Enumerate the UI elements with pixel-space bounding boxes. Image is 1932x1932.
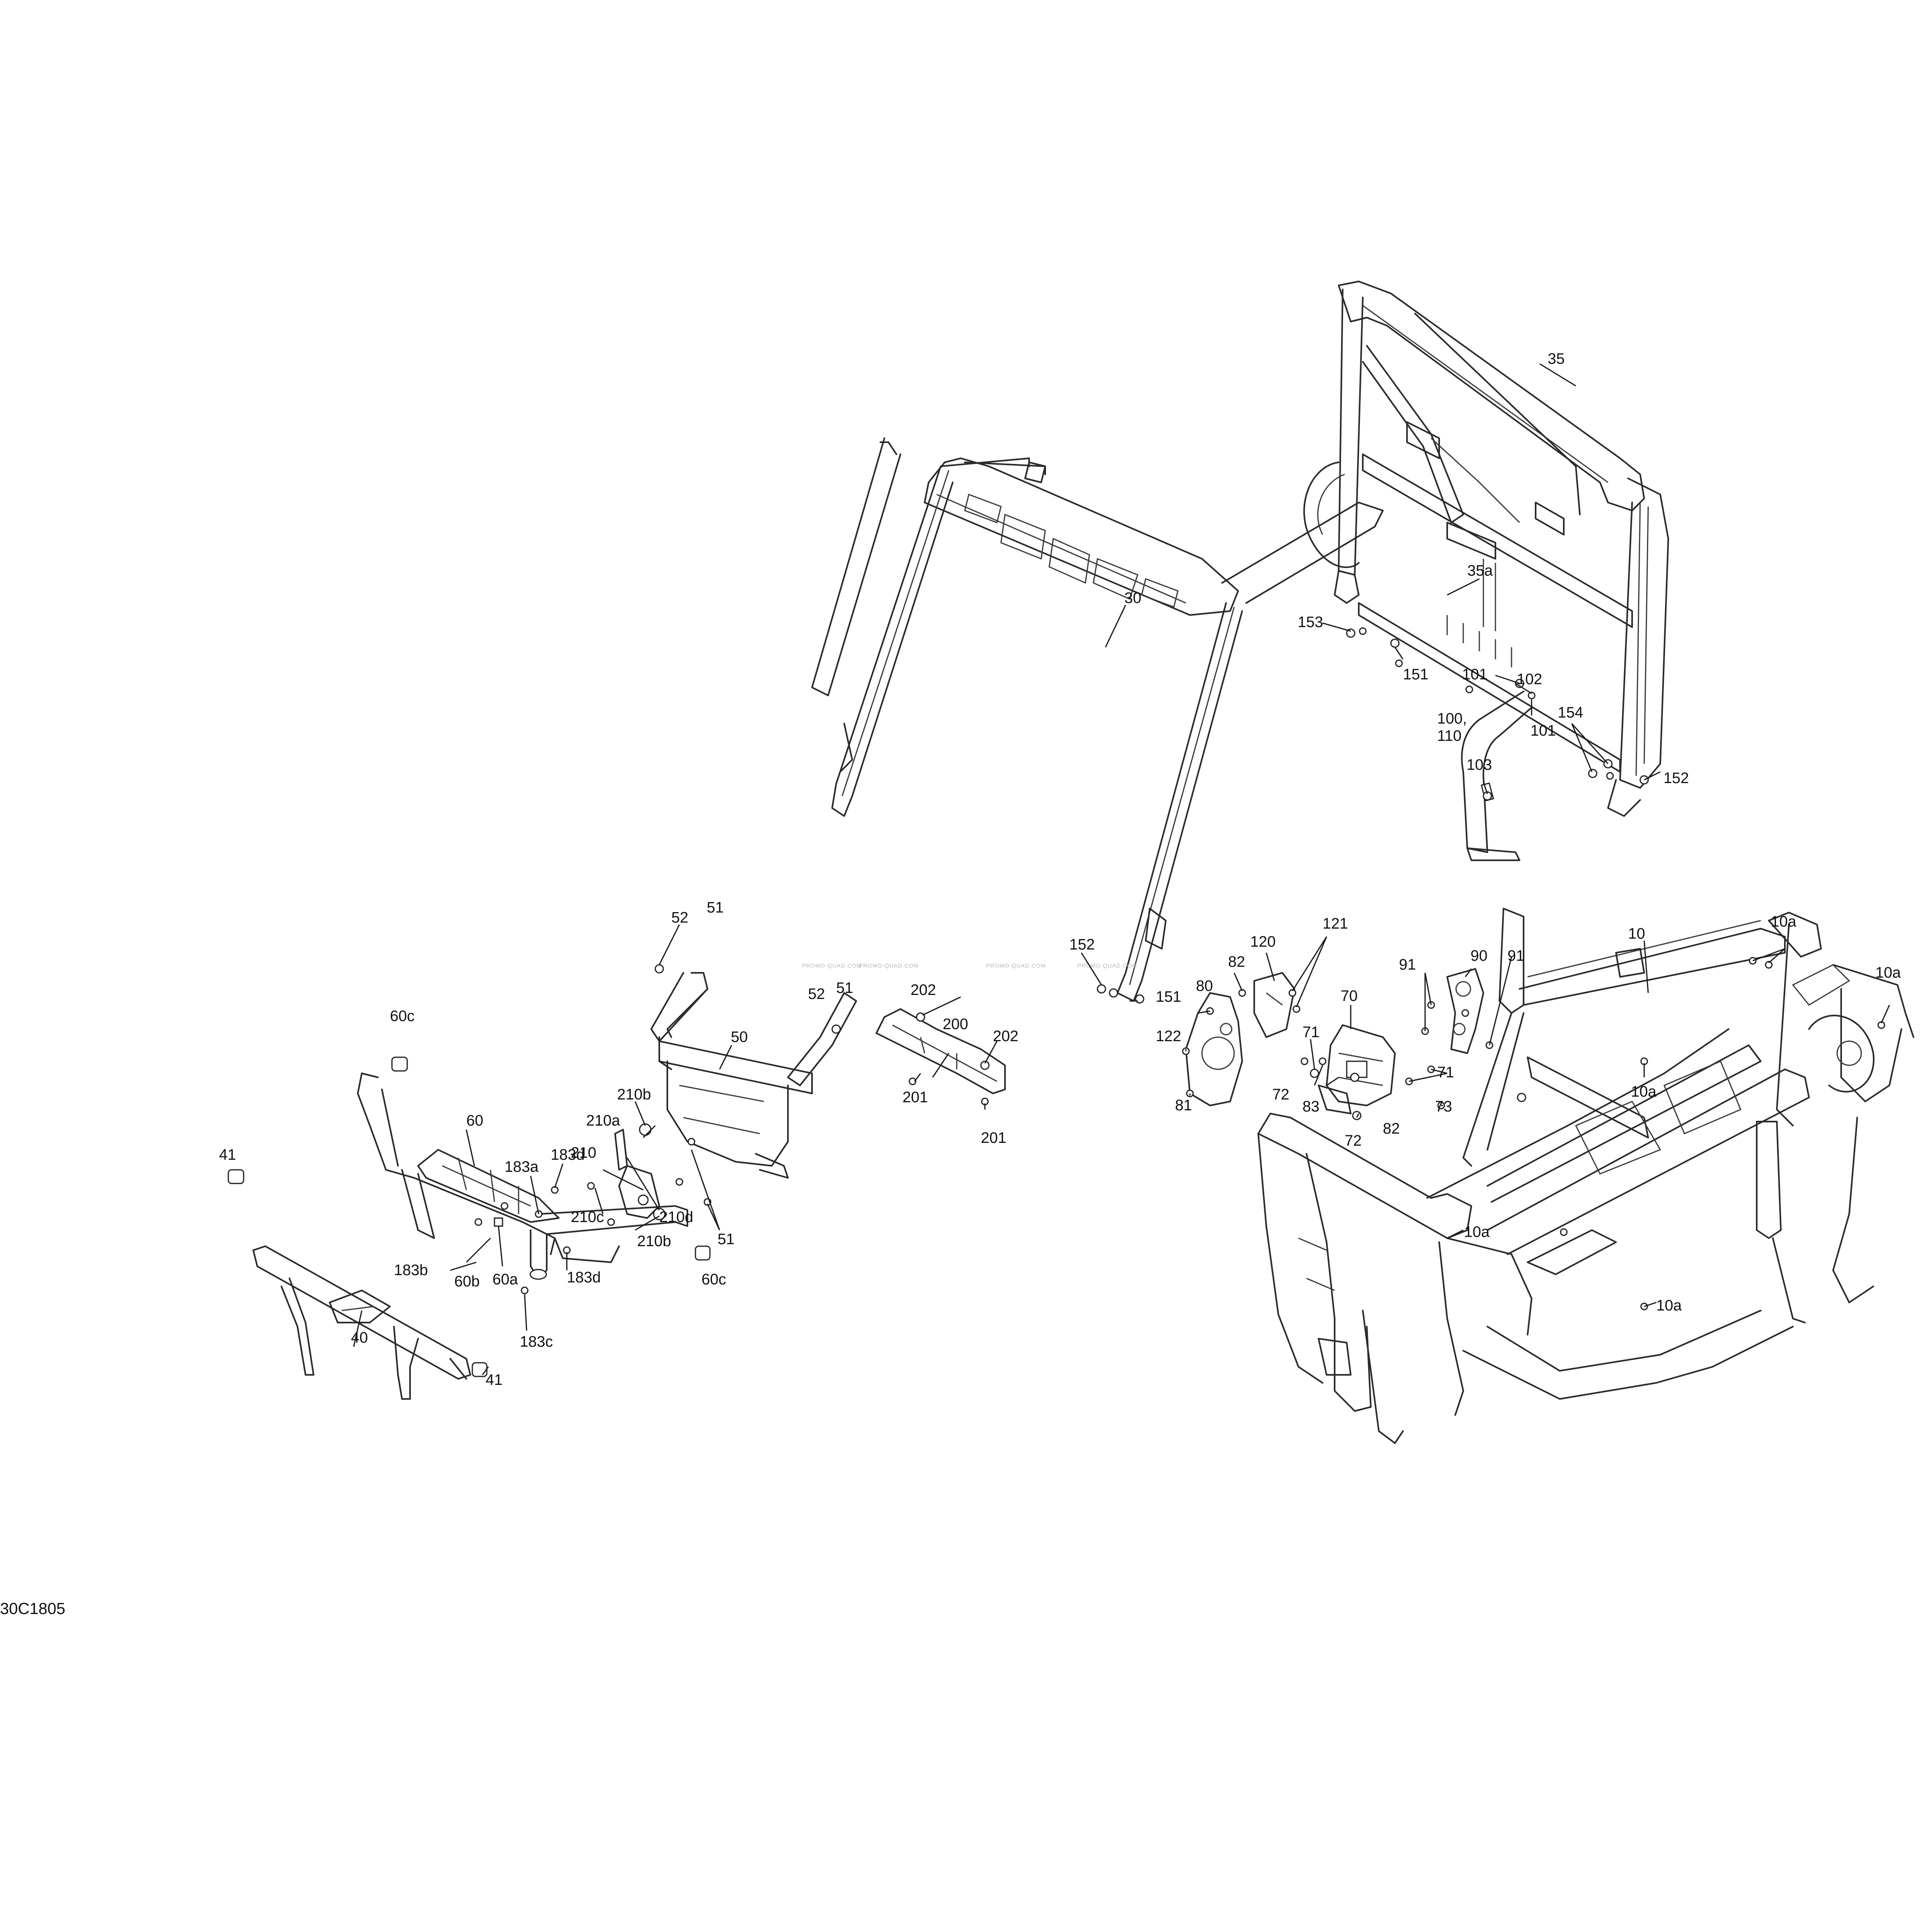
callout-51-right: 51 — [836, 980, 853, 997]
callout-183d-lower: 183d — [567, 1269, 601, 1286]
part-60-bumper-guard — [357, 1073, 688, 1280]
callout-101-right: 101 — [1530, 722, 1556, 739]
watermark-strip: PROMO-QUAD.COM PROMO-QUAD.COM PROMO-QUAD… — [802, 962, 1137, 969]
callout-83: 83 — [1302, 1098, 1319, 1115]
watermark-1: PROMO-QUAD.COM — [802, 962, 862, 969]
part-35-rear-cage-frame — [1303, 281, 1669, 817]
callout-152-top: 152 — [1663, 770, 1689, 787]
part-200-bracket — [876, 1008, 1006, 1094]
part-90-bracket — [1446, 968, 1484, 1054]
callout-51-left: 51 — [707, 899, 724, 916]
callout-60b: 60b — [454, 1273, 480, 1290]
callout-91-left: 91 — [1399, 956, 1416, 973]
callout-152-lower: 152 — [1069, 936, 1095, 953]
part-70-module-box — [1326, 1024, 1396, 1106]
callout-10: 10 — [1628, 925, 1645, 942]
callout-82-lower: 82 — [1383, 1120, 1400, 1137]
part-210-bracket — [614, 1129, 660, 1219]
callout-52-left: 52 — [671, 909, 688, 926]
part-80-mount-plate — [1185, 992, 1243, 1106]
callout-40: 40 — [351, 1329, 368, 1346]
callout-72-lower: 72 — [1345, 1132, 1362, 1149]
callout-90: 90 — [1471, 948, 1487, 964]
part-10-main-chassis — [1257, 908, 1914, 1444]
watermark-3: PROMO-QUAD.COM — [986, 962, 1046, 969]
callout-71-left: 71 — [1302, 1024, 1319, 1041]
callout-73: 73 — [1435, 1098, 1452, 1115]
callout-10a-lower-right: 10a — [1656, 1297, 1682, 1314]
callout-202-top: 202 — [911, 982, 936, 999]
callout-60c-top: 60c — [390, 1008, 414, 1025]
callout-120: 120 — [1250, 933, 1276, 950]
callout-71-right: 71 — [1437, 1064, 1454, 1081]
callout-51-lower: 51 — [718, 1231, 734, 1248]
callout-labels: 35 35a 30 153 151 101 102 101 100, 110 1… — [219, 351, 1901, 1388]
callout-35a: 35a — [1467, 562, 1493, 579]
part-120-bracket — [1253, 972, 1295, 1038]
watermark-2: PROMO-QUAD.COM — [859, 962, 919, 969]
callout-91-right: 91 — [1507, 948, 1524, 964]
callout-210b-top: 210b — [617, 1086, 651, 1103]
callout-10a-top: 10a — [1771, 913, 1797, 930]
callout-153: 153 — [1298, 614, 1323, 631]
callout-210c: 210c — [571, 1209, 604, 1226]
callout-183c: 183c — [520, 1333, 553, 1350]
callout-202-right: 202 — [993, 1028, 1018, 1045]
callout-10a-right: 10a — [1875, 964, 1901, 981]
callout-154: 154 — [1558, 704, 1583, 721]
callout-210: 210 — [571, 1144, 596, 1161]
watermark-4: PROMO-QUAD.COM — [1077, 962, 1137, 969]
callout-101-left: 101 — [1462, 666, 1487, 683]
callout-103: 103 — [1466, 757, 1492, 773]
callout-210b-lower: 210b — [637, 1233, 671, 1250]
callout-72-left: 72 — [1272, 1086, 1289, 1103]
leader-lines — [353, 363, 1890, 1375]
callout-60c-lower: 60c — [701, 1271, 726, 1288]
rops-cutouts — [964, 494, 1179, 608]
callout-10a-middle: 10a — [1631, 1083, 1657, 1100]
callout-41-lower: 41 — [486, 1372, 502, 1388]
callout-110: 110 — [1437, 728, 1462, 744]
callout-151-top: 151 — [1403, 666, 1428, 683]
callout-200: 200 — [943, 1016, 968, 1033]
callout-41-top: 41 — [219, 1146, 236, 1163]
callout-70: 70 — [1341, 988, 1358, 1005]
callout-30: 30 — [1124, 590, 1141, 607]
callout-122: 122 — [1156, 1028, 1181, 1045]
callout-201-left: 201 — [902, 1089, 928, 1106]
callout-82-top: 82 — [1228, 954, 1245, 970]
diagram-reference-id: 30C1805 — [0, 1600, 65, 1618]
callout-183d-top: 183d — [551, 1146, 585, 1163]
part-50-front-bumper-support — [650, 972, 857, 1179]
callout-60a: 60a — [492, 1271, 518, 1288]
callout-35: 35 — [1548, 351, 1565, 367]
callout-10a-lower-left: 10a — [1464, 1224, 1490, 1241]
callout-60: 60 — [466, 1112, 483, 1129]
callout-183b: 183b — [394, 1262, 428, 1279]
callout-52-right: 52 — [808, 986, 825, 1003]
callout-151-lower: 151 — [1156, 989, 1181, 1005]
part-100-110-grab-handle — [1461, 691, 1532, 861]
callout-100: 100, — [1437, 710, 1467, 727]
part-40-front-bumper — [252, 1245, 471, 1400]
callout-102: 102 — [1517, 671, 1542, 688]
callout-201-right: 201 — [981, 1130, 1006, 1146]
callout-210a: 210a — [586, 1112, 620, 1129]
callout-50: 50 — [731, 1029, 748, 1046]
callout-210d: 210d — [659, 1209, 693, 1226]
part-30-rops-frame — [811, 437, 1384, 1002]
callout-81: 81 — [1175, 1097, 1192, 1114]
callout-121: 121 — [1323, 915, 1348, 932]
callout-183a: 183a — [505, 1159, 539, 1175]
callout-80: 80 — [1196, 978, 1213, 995]
